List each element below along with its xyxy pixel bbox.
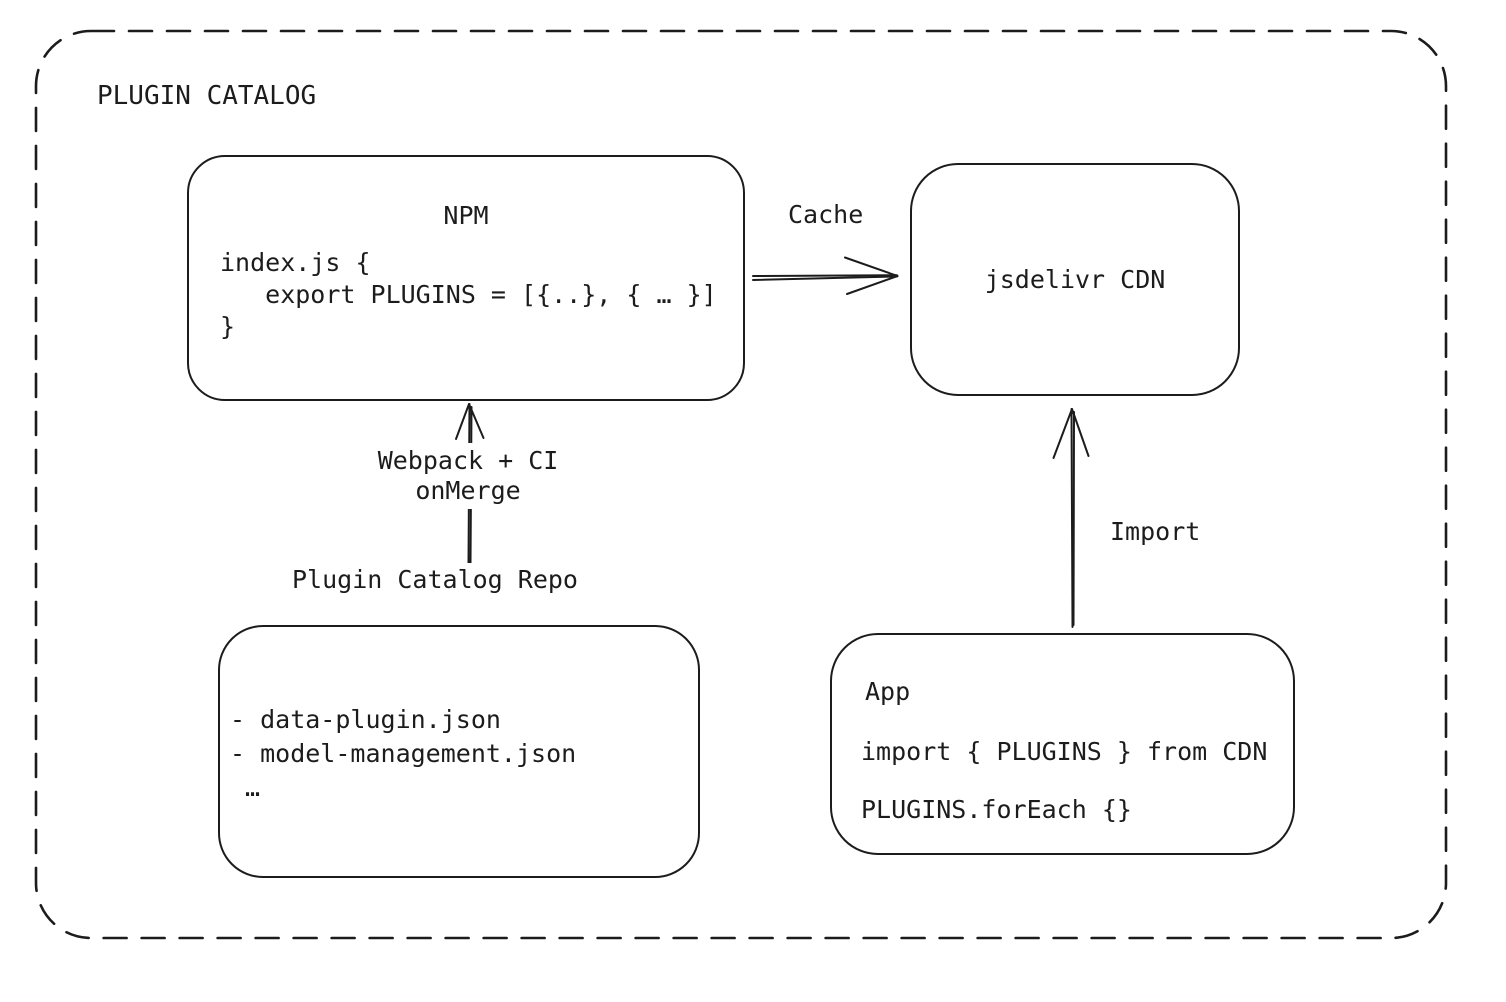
plugin-catalog-frame [34,29,1448,940]
arrow-head [844,256,899,277]
repo-node-title: Plugin Catalog Repo [285,563,585,601]
repo-node-files: - data-plugin.json - model-management.js… [230,705,577,802]
arrow-head [1052,408,1073,459]
import-edge-label: Import [1110,517,1201,546]
npm-node-code: index.js { export PLUGINS = [{..}, { … }… [220,248,717,341]
arrow-shaft [752,274,898,277]
build-edge-label: Webpack + CI onMerge [345,443,591,509]
npm-node-title: NPM [443,201,489,230]
arrow-head [455,403,470,440]
cdn-node-title: jsdelivr CDN [984,264,1166,294]
import-arrow [1052,408,1090,628]
cache-edge-label: Cache [788,200,864,229]
npm-node: NPM index.js { export PLUGINS = [{..}, {… [187,155,745,401]
app-node-code: import { PLUGINS } from CDN PLUGINS.forE… [861,737,1268,824]
app-node-title: App [865,677,911,706]
cdn-node: jsdelivr CDN [910,163,1240,396]
arrow-head [846,275,899,295]
app-node: App import { PLUGINS } from CDN PLUGINS.… [830,633,1295,855]
frame-title: PLUGIN CATALOG [97,81,317,111]
arrow-head [1071,408,1090,457]
arrow-head [468,403,485,439]
arrow-shaft [752,275,898,281]
cache-arrow [752,256,899,295]
arrow-shaft [1072,411,1075,626]
repo-node: - data-plugin.json - model-management.js… [218,625,700,878]
arrow-shaft [1070,408,1074,628]
